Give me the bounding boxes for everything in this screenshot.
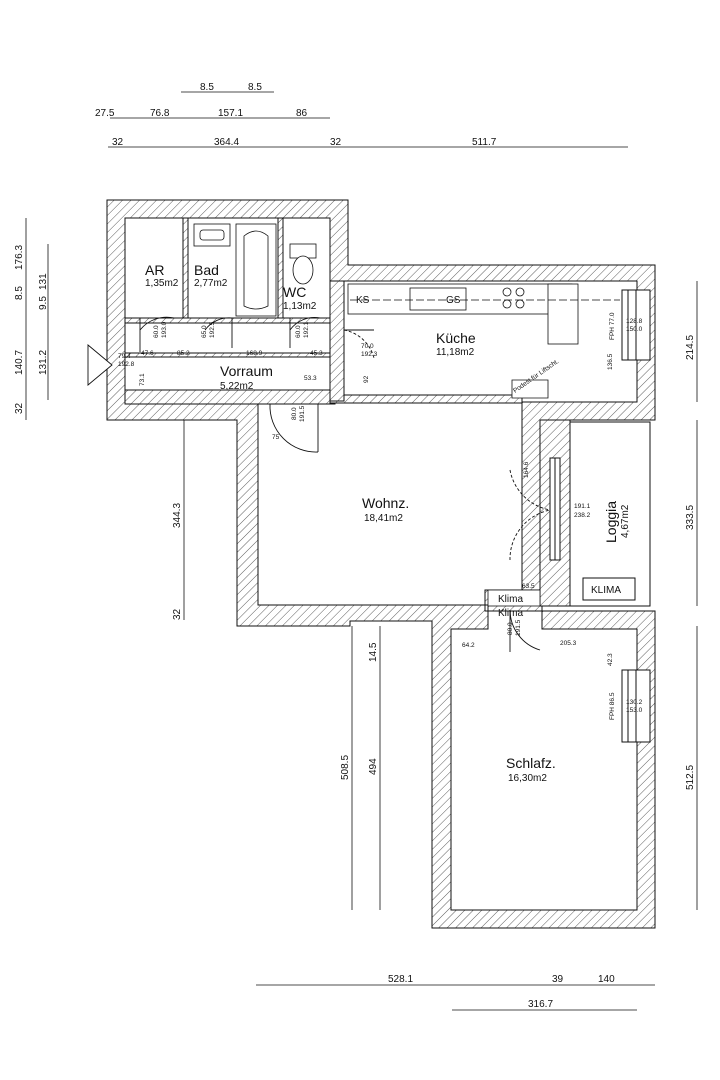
dim-bad-w2: 192.5: [209, 321, 216, 338]
klima-label-2: Klima: [498, 608, 523, 619]
windows: [549, 289, 651, 743]
doors: [87, 316, 551, 652]
dim-1928: 192.8: [118, 361, 135, 368]
room-area-schlafz: 16,30m2: [508, 773, 547, 784]
dim-k-w1: 70.0: [361, 343, 374, 350]
room-labels: AR 1,35m2 Bad 2,77m2 WC 1,13m2 Küche 11,…: [145, 262, 631, 784]
dim-92: 92: [363, 375, 370, 383]
dim-top-10: 511.7: [472, 137, 497, 148]
dim-left-7: 32: [14, 402, 25, 414]
dim-75: 75: [272, 434, 280, 441]
dim-left-6: 131.2: [38, 350, 49, 375]
room-name-kueche: Küche: [436, 330, 476, 346]
dim-s-1915: 191.5: [515, 619, 522, 636]
dim-left-9: 32: [172, 608, 183, 620]
dim-bottom-1: 528.1: [388, 974, 413, 985]
dim-right-3: 512.5: [685, 765, 696, 790]
gs-label: GS: [446, 295, 461, 306]
room-area-kueche: 11,18m2: [436, 347, 475, 358]
dim-bad-w1: 65.0: [201, 325, 208, 338]
room-name-loggia: Loggia: [603, 501, 619, 543]
dim-s-800: 80.0: [507, 622, 514, 635]
dim-left-8: 344.3: [172, 503, 183, 528]
dimension-lines: [25, 91, 698, 1011]
dim-v-1915: 191.5: [299, 405, 306, 422]
dim-852: 85.2: [177, 350, 190, 357]
dim-right-2: 333.5: [685, 505, 696, 530]
loggia-area: [569, 421, 651, 607]
dim-top-2: 76.8: [150, 108, 170, 119]
dim-w-1911: 191.1: [574, 503, 591, 510]
dim-453: 45.3: [310, 350, 323, 357]
dim-ar-w1: 60.0: [153, 325, 160, 338]
dim-bottom-2: 39: [552, 974, 564, 985]
dim-642: 64.2: [462, 642, 475, 649]
dim-left-5: 140.7: [14, 350, 25, 375]
dim-left-10: 14.5: [368, 642, 379, 662]
dim-476: 47.6: [141, 350, 154, 357]
dim-s-win1: 130.2: [626, 699, 643, 706]
dim-left-1: 8.5: [14, 286, 25, 300]
dim-731: 73.1: [139, 373, 146, 386]
dim-top-9: 32: [330, 137, 342, 148]
dim-2053: 205.3: [560, 640, 577, 647]
dim-bottom-3: 140: [598, 974, 615, 985]
dim-top-5: 157.1: [218, 108, 243, 119]
walls: [106, 199, 656, 929]
room-name-ar: AR: [145, 262, 164, 278]
dim-wc-w1: 60.0: [295, 325, 302, 338]
dim-k-win1: 128.8: [626, 318, 643, 325]
fph-label-1: FPH 77.0: [609, 312, 616, 340]
dim-top-3: 8.5: [200, 82, 214, 93]
dim-left-12: 494: [368, 758, 379, 775]
dim-1689: 168.9: [246, 350, 263, 357]
room-name-schlafz: Schlafz.: [506, 755, 556, 771]
dim-533: 53.3: [304, 375, 317, 382]
dim-k-win2: 150.0: [626, 326, 643, 333]
dim-k-1365: 136.5: [607, 353, 614, 370]
room-name-wohnz: Wohnz.: [362, 495, 409, 511]
inner-dimensions: 60.0 193.0 65.0 192.5 60.0 192.1 70.0 19…: [118, 318, 643, 714]
dim-w-1646: 164.6: [523, 461, 530, 478]
room-area-loggia: 4,67m2: [620, 504, 631, 538]
room-area-wohnz: 18,41m2: [364, 513, 403, 524]
dim-ar-w2: 193.0: [161, 321, 168, 338]
room-area-vorraum: 5,22m2: [220, 381, 254, 392]
dimension-texts: 27.5 76.8 8.5 8.5 157.1 86 32 364.4 32 5…: [14, 82, 696, 1010]
klima-label-1: Klima: [498, 594, 523, 605]
dim-79: 79.4: [118, 353, 131, 360]
dim-w-2382: 238.2: [574, 512, 591, 519]
dim-s-win2: 153.0: [626, 707, 643, 714]
fph-label-2: FPH 86.5: [609, 692, 616, 720]
ks-label: KS: [356, 295, 370, 306]
dim-left-11: 508.5: [340, 755, 351, 780]
dim-top-6: 86: [296, 108, 308, 119]
room-name-bad: Bad: [194, 262, 219, 278]
dim-left-4: 9.5: [38, 296, 49, 310]
room-name-wc: WC: [283, 284, 306, 300]
dim-635: 63.5: [522, 583, 535, 590]
dim-wc-w2: 192.1: [303, 321, 310, 338]
dim-left-3: 131: [38, 273, 49, 290]
dim-bottom-4: 316.7: [528, 999, 553, 1010]
dim-top-7: 32: [112, 137, 124, 148]
room-area-ar: 1,35m2: [145, 278, 179, 289]
dim-k-w2: 192.3: [361, 351, 378, 358]
room-name-vorraum: Vorraum: [220, 363, 273, 379]
room-area-bad: 2,77m2: [194, 278, 228, 289]
dim-s-423: 42.3: [607, 653, 614, 666]
klima-label: KLIMA: [591, 585, 621, 596]
dim-top-8: 364.4: [214, 137, 239, 148]
room-area-wc: 1,13m2: [283, 301, 317, 312]
fixtures: [193, 223, 620, 399]
dim-v-800: 80.0: [291, 407, 298, 420]
dim-top-1: 27.5: [95, 108, 115, 119]
dim-left-2: 176.3: [14, 245, 25, 270]
dim-top-4: 8.5: [248, 82, 262, 93]
dim-right-1: 214.5: [685, 335, 696, 360]
